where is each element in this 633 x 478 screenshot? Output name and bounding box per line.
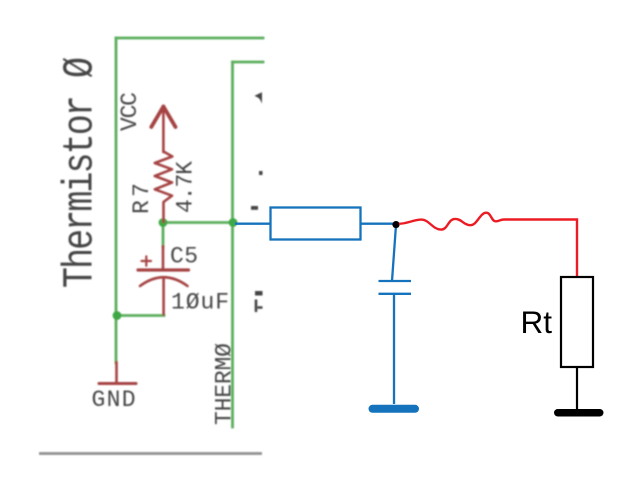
- svg-text:GND: GND: [92, 387, 136, 413]
- svg-text:Rt: Rt: [521, 304, 553, 340]
- svg-text:THERMØ: THERMØ: [212, 343, 238, 425]
- svg-text:VCC: VCC: [117, 92, 143, 131]
- svg-text:R7: R7: [129, 183, 155, 214]
- svg-text:1ØuF: 1ØuF: [171, 290, 229, 316]
- svg-text:C5: C5: [170, 244, 198, 270]
- svg-text:Thermistor Ø: Thermistor Ø: [55, 57, 104, 288]
- svg-text:4.7K: 4.7K: [173, 161, 199, 213]
